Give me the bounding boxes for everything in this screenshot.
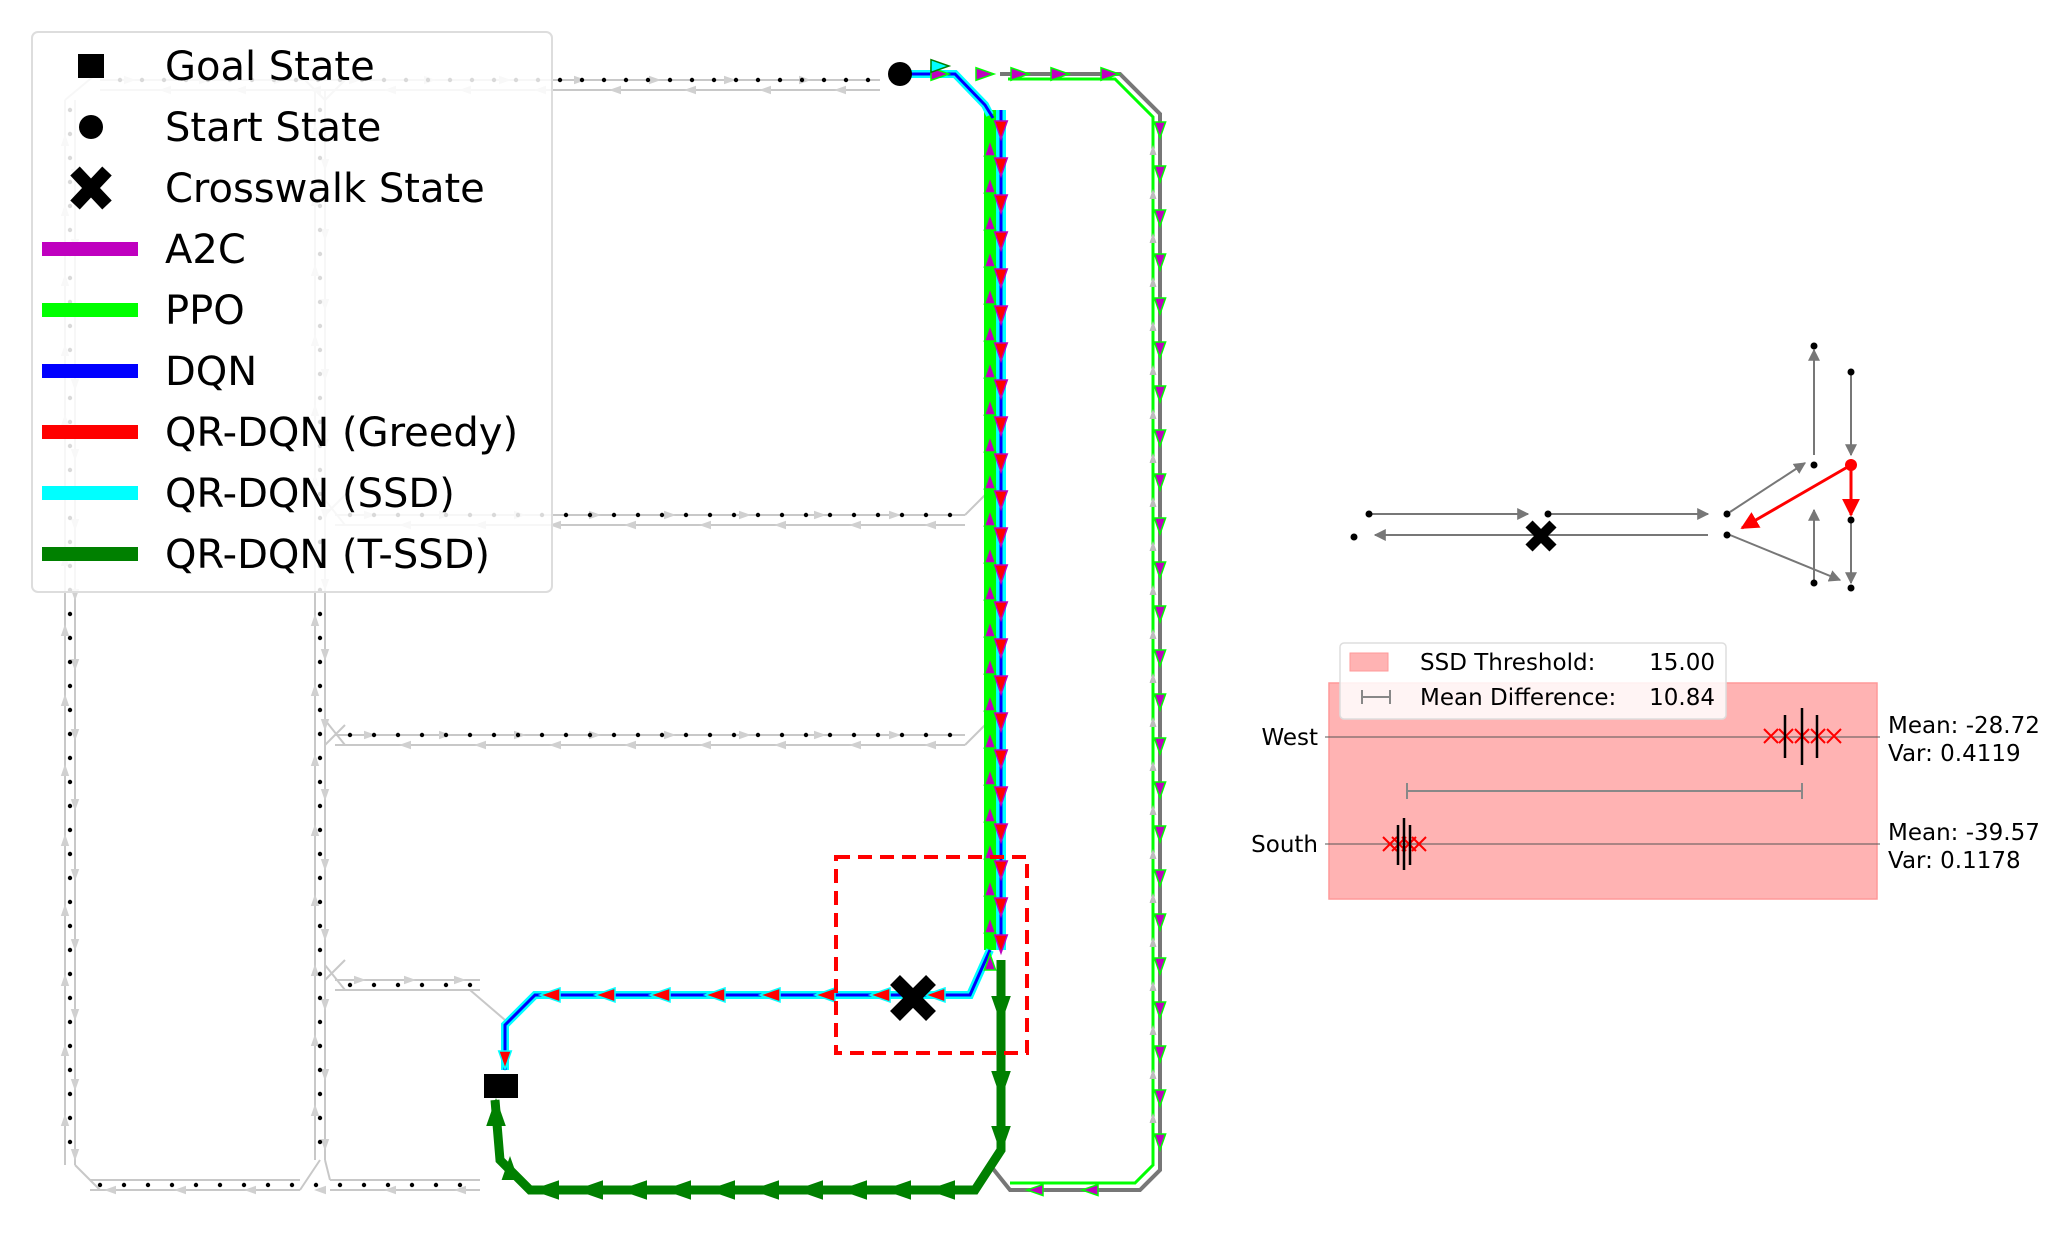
legend-label-1: Start State: [165, 105, 381, 151]
route-outer-loop-ppo: [1008, 77, 1155, 1185]
inset-legend: SSD Threshold: 15.00 Mean Difference: 10…: [1339, 642, 1727, 720]
legend-item-8: QR-DQN (T-SSD): [42, 532, 490, 578]
mean-difference-swatch: [1361, 690, 1391, 704]
route-horizontal-dqn: [503, 949, 992, 1070]
legend-item-5: DQN: [42, 349, 257, 395]
legend-label-2: Crosswalk State: [165, 166, 485, 212]
legend-item-0: Goal State: [78, 44, 375, 90]
mean-difference-value: 10.84: [1649, 685, 1715, 711]
legend-item-7: QR-DQN (SSD): [42, 471, 455, 517]
route-start-segment-dqn: [900, 72, 995, 119]
crosswalk-state-marker: [890, 975, 936, 1021]
crosswalk-highlight-box: [834, 855, 1029, 1055]
row-label-west: West: [1261, 725, 1318, 751]
mean-difference-label: Mean Difference:: [1420, 685, 1616, 711]
legend-label-3: A2C: [165, 227, 246, 273]
legend-item-3: A2C: [42, 227, 246, 273]
legend-frame: [31, 31, 553, 593]
legend-label-0: Goal State: [165, 44, 375, 90]
legend-label-4: PPO: [165, 288, 245, 334]
threshold-value: 15.00: [1649, 650, 1715, 676]
west-mean: Mean: -28.72: [1888, 713, 2040, 739]
threshold-swatch: [1349, 652, 1389, 672]
goal-state-marker: [484, 1074, 518, 1098]
legend-label-8: QR-DQN (T-SSD): [165, 532, 490, 578]
legend-label-6: QR-DQN (Greedy): [165, 410, 518, 456]
intersection-inset: [1350, 342, 1860, 592]
row-label-south: South: [1251, 832, 1318, 858]
south-var: Var: 0.1178: [1888, 848, 2021, 874]
legend-label-7: QR-DQN (SSD): [165, 471, 455, 517]
west-var: Var: 0.4119: [1888, 741, 2021, 767]
south-mean: Mean: -39.57: [1888, 820, 2040, 846]
ssd-distribution-panel: West South Mean: -28.72 Var: 0.4119 Mean…: [1251, 642, 2040, 900]
inset-crosswalk-icon: [1525, 520, 1557, 552]
legend-item-6: QR-DQN (Greedy): [42, 410, 518, 456]
legend-item-1: Start State: [79, 105, 381, 151]
legend-item-4: PPO: [42, 288, 245, 334]
legend-item-2: Crosswalk State: [70, 166, 485, 212]
legend-label-5: DQN: [165, 349, 257, 395]
route-arrow-markers: [486, 58, 1167, 1200]
start-state-marker: [888, 62, 912, 86]
route-outer-loop: [988, 72, 1162, 1192]
threshold-label: SSD Threshold:: [1420, 650, 1595, 676]
agent-routes: [490, 70, 1162, 1195]
